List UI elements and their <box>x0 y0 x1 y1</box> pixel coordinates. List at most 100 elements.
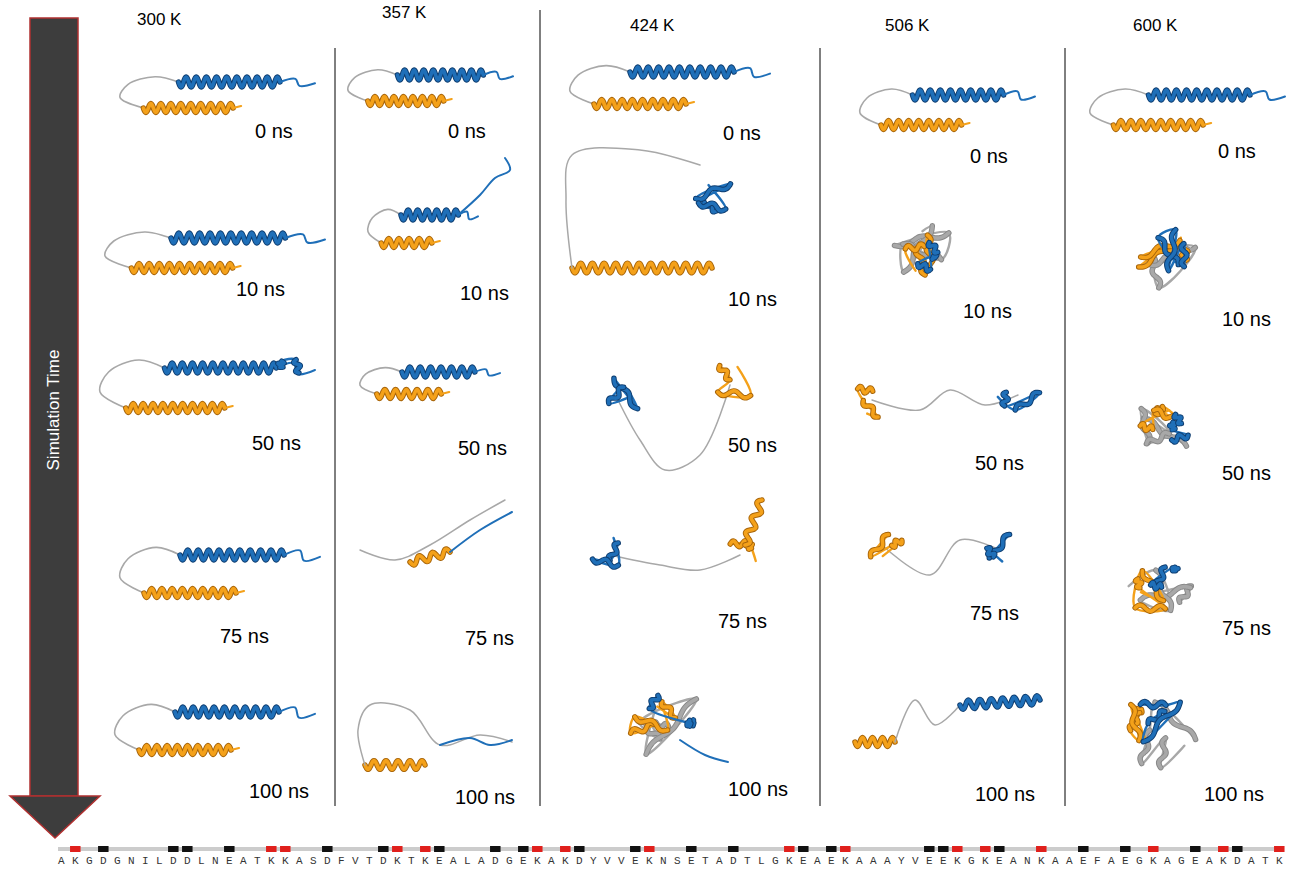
helix-shadow <box>593 559 619 567</box>
helix-ribbon <box>402 367 475 377</box>
sequence-label: A K G D G N I L D D L N E A T K K A S D … <box>58 855 1283 867</box>
loop-segment <box>882 539 1000 575</box>
helix-shadow <box>1167 230 1176 271</box>
time-label: 10 ns <box>963 300 1012 322</box>
coil-segment <box>1203 123 1211 125</box>
helix-ribbon <box>718 391 751 398</box>
charge-tick <box>1078 846 1088 852</box>
helix-shadow <box>381 239 432 248</box>
helix-ribbon <box>398 70 484 80</box>
charge-tick <box>490 846 500 852</box>
helix-ribbon <box>1002 392 1008 406</box>
helix-ribbon <box>892 540 902 547</box>
helix-shadow <box>377 390 441 399</box>
helix-ribbon <box>278 361 284 367</box>
helix-ribbon <box>180 550 284 560</box>
coil-segment <box>871 535 902 557</box>
helix-ribbon <box>635 717 668 731</box>
helix-shadow <box>139 746 231 755</box>
helix-ribbon <box>144 589 236 598</box>
loop-segment <box>895 700 960 742</box>
coil-segment <box>441 392 449 394</box>
time-label: 75 ns <box>970 602 1019 624</box>
loop-segment <box>610 555 740 570</box>
helix-ribbon <box>1167 230 1176 271</box>
helix-shadow <box>609 543 619 560</box>
coil-segment <box>233 266 241 268</box>
helix-ribbon <box>1131 705 1141 741</box>
helix-shadow <box>881 121 962 130</box>
helix-ribbon <box>1170 422 1176 429</box>
charge-tick <box>952 846 962 852</box>
helix-shadow <box>696 184 731 199</box>
helix-shadow <box>635 717 668 731</box>
time-label: 0 ns <box>255 120 293 142</box>
coil-segment <box>998 392 1040 410</box>
helix-ribbon <box>165 363 277 373</box>
helix-shadow <box>855 738 895 747</box>
charge-tick <box>840 846 850 852</box>
helix-ribbon <box>175 707 279 717</box>
coil-segment <box>483 72 513 80</box>
charge-tick <box>1190 846 1200 852</box>
helix-shadow <box>1002 392 1008 406</box>
time-label: 0 ns <box>448 120 486 142</box>
column-divider <box>820 48 821 806</box>
sequence-bar <box>58 847 1283 851</box>
helix-shadow <box>143 104 233 113</box>
coil-segment <box>279 707 315 718</box>
charge-tick <box>728 846 738 852</box>
helix-ribbon <box>294 360 301 373</box>
helix-shadow <box>719 366 730 380</box>
charge-tick <box>826 846 836 852</box>
helix-ribbon <box>410 549 450 565</box>
helix-shadow <box>398 70 484 80</box>
helix-ribbon <box>918 264 931 271</box>
time-label: 75 ns <box>1222 617 1271 639</box>
charge-tick <box>518 846 528 852</box>
helix-ribbon <box>858 386 873 393</box>
time-label: 50 ns <box>975 452 1024 474</box>
time-label: 100 ns <box>728 778 788 800</box>
charge-tick <box>70 846 80 852</box>
helix-ribbon <box>377 390 441 399</box>
temperature-label: 506 K <box>885 17 929 36</box>
helix-ribbon <box>1181 244 1187 267</box>
charge-tick <box>168 846 178 852</box>
coil-segment <box>231 748 239 750</box>
charge-tick <box>1148 846 1158 852</box>
charge-tick <box>280 846 290 852</box>
helix-shadow <box>630 67 734 77</box>
helix-shadow <box>175 707 279 717</box>
charge-tick <box>532 846 542 852</box>
helix-ribbon <box>871 535 889 557</box>
helix-shadow <box>278 361 284 367</box>
helix-shadow <box>1131 705 1141 741</box>
charge-tick <box>574 846 584 852</box>
coil-segment <box>450 512 512 552</box>
helix-ribbon <box>143 104 233 113</box>
temperature-label: 424 K <box>630 17 674 36</box>
helix-ribbon <box>649 695 659 708</box>
helix-shadow <box>180 550 284 560</box>
helix-ribbon <box>593 559 619 567</box>
coil-segment <box>987 534 1010 561</box>
helix-shadow <box>1149 90 1250 100</box>
helix-shadow <box>131 264 232 273</box>
helix-ribbon <box>1151 583 1162 589</box>
helix-shadow <box>1172 567 1178 570</box>
helix-ribbon <box>855 738 895 747</box>
time-label: 100 ns <box>249 780 309 802</box>
coil-segment <box>686 102 694 104</box>
temperature-label: 600 K <box>1133 17 1177 36</box>
time-arrow-head <box>10 796 100 838</box>
helix-shadow <box>365 761 425 770</box>
charge-tick <box>686 846 696 852</box>
helix-ribbon <box>928 242 938 252</box>
helix-ribbon <box>1140 702 1166 708</box>
helix-ribbon <box>904 226 933 272</box>
charge-tick <box>1274 846 1284 852</box>
loop-segment <box>872 390 1018 410</box>
charge-tick <box>266 846 276 852</box>
charge-tick <box>224 846 234 852</box>
